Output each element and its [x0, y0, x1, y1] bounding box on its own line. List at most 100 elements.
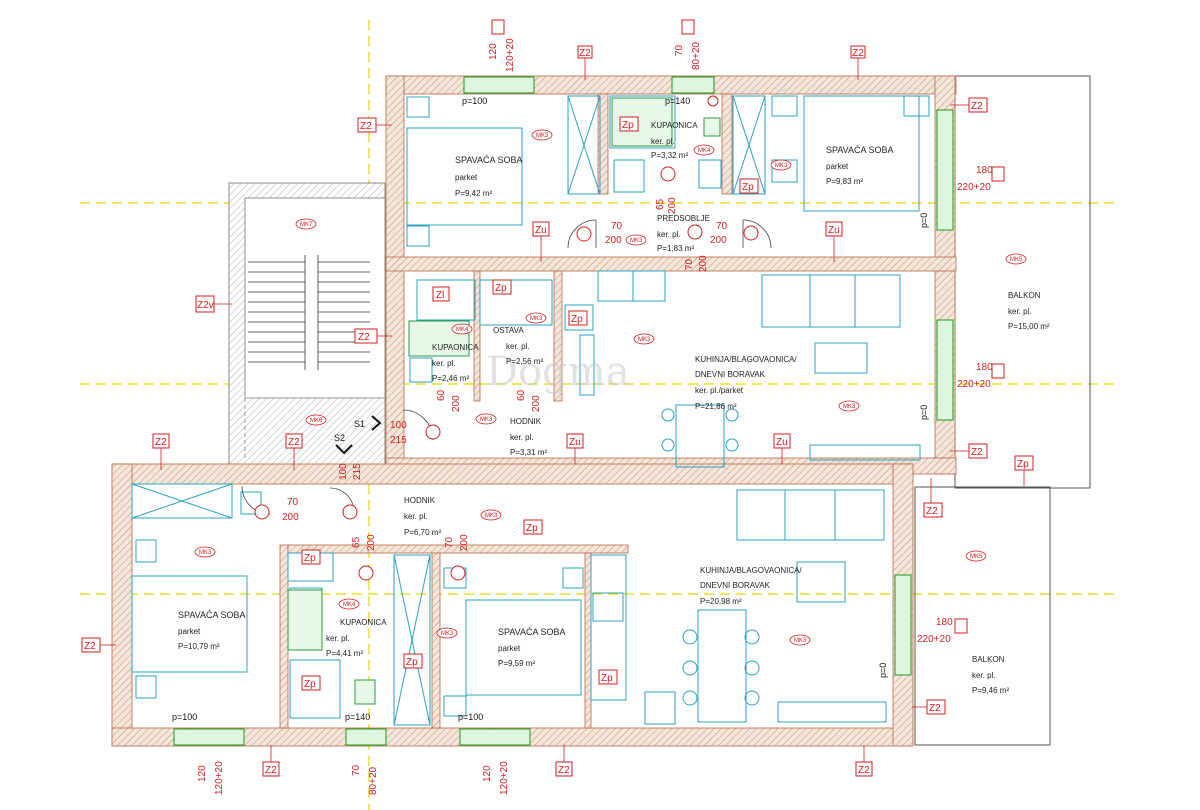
tag-zu: Zu [535, 225, 547, 236]
room-tags [194, 129, 1027, 646]
tag-z2: Z2 [971, 447, 983, 458]
tags-mk3-label: MK3 [199, 550, 212, 556]
tags-mk3-label: MK3 [530, 316, 543, 322]
tag-z2: Z2 [926, 506, 938, 517]
room-name: KUHINJA/BLAGOVAONICA/ [695, 355, 797, 364]
dims-d200-label: 200 [282, 512, 299, 523]
dims-d200-label: 200 [459, 534, 470, 551]
dims-d100-label: 100 [390, 420, 407, 431]
room-floor: ker. pl. [506, 342, 530, 351]
dims-d70-label: 70 [716, 221, 728, 232]
room-area: P=20,98 m² [700, 597, 742, 606]
room-name: HODNIK [510, 417, 542, 426]
room-labels: SPAVAĆA SOBA parket P=9,42 m² KUPAONICA … [178, 121, 1050, 695]
tags-mk3-label: MK3 [485, 513, 498, 519]
dims-d60-label: 60 [436, 389, 447, 401]
room-area: P=9,42 m² [455, 189, 492, 198]
tag-z2: Z2 [971, 101, 983, 112]
tag-zu: Zu [569, 437, 581, 448]
room-area: P=3,32 m² [651, 151, 688, 160]
tag-z2: Z2 [84, 641, 96, 652]
tag-z2: Z2 [155, 437, 167, 448]
tags-mk4-label: MK4 [343, 602, 356, 608]
dims-d215-label: 215 [352, 463, 363, 480]
dims-d70-label: 70 [674, 44, 685, 56]
dims-d200-label: 200 [710, 235, 727, 246]
tags-mk7-label: MK7 [300, 222, 313, 228]
dims-p140-label: p=140 [345, 712, 370, 722]
dimension-texts: p=100 p=140 p=100 p=140 p=100 180 220+20… [172, 38, 993, 795]
room-name: KUPAONICA [340, 618, 387, 627]
room-name: BALKON [1008, 291, 1041, 300]
tags-mk4-label: MK4 [456, 327, 469, 333]
room-floor: ker. pl./parket [695, 386, 744, 395]
room-floor: ker. pl. [432, 359, 456, 368]
tag-zp: Zp [406, 657, 418, 668]
tag-zp: Zp [495, 283, 507, 294]
room-name: BALKON [972, 655, 1005, 664]
room-floor: ker. pl. [404, 512, 428, 521]
tags-mk5-label: MK5 [1010, 257, 1023, 263]
dims-d70-label: 70 [351, 764, 362, 776]
tag-zu: Zu [828, 225, 840, 236]
dims-d120-label: 120 [482, 765, 493, 782]
dims-d220_20-label: 220+20 [957, 379, 991, 390]
tags-mk3-label: MK3 [843, 404, 856, 410]
tag-zp: Zp [1017, 459, 1029, 470]
dims-d200-label: 200 [605, 235, 622, 246]
room-area: P=2,46 m² [432, 374, 469, 383]
tag-z2: Z2 [579, 48, 591, 59]
tag-zp: Zp [571, 314, 583, 325]
tags-mk3-label: MK3 [536, 133, 549, 139]
dims-d180-label: 180 [976, 165, 993, 176]
room-area: P=10,79 m² [178, 642, 220, 651]
dims-p100-label: p=100 [458, 712, 483, 722]
tag-texts: Z2 Z2 Z2 Z2 Zp Zp Zu Zu Zl Zp Zp Z2 Z2v … [84, 48, 1029, 776]
section-label-s2: S2 [334, 433, 345, 443]
tag-zp: Zp [304, 679, 316, 690]
tag-zp: Zp [742, 182, 754, 193]
dims-d200-label: 200 [667, 197, 678, 214]
room-area: P=1,83 m² [657, 244, 694, 253]
dims-d120-label: 120 [488, 43, 499, 60]
dims-d80_20-label: 80+20 [368, 766, 379, 795]
dims-d180-label: 180 [936, 617, 953, 628]
room-name: OSTAVA [493, 326, 524, 335]
tag-zp: Zp [601, 673, 613, 684]
dims-d215-label: 215 [390, 435, 407, 446]
room-area: P=3,31 m² [510, 448, 547, 457]
dims-d70-label: 70 [684, 258, 695, 270]
room-floor: ker. pl. [510, 433, 534, 442]
dims-d70-label: 70 [444, 536, 455, 548]
tags-mk6-label: MK6 [310, 418, 323, 424]
room-floor: ker. pl. [651, 137, 675, 146]
tags-mk3-label: MK3 [441, 631, 454, 637]
dims-d200-label: 200 [451, 395, 462, 412]
dims-p0-label: p=0 [919, 405, 929, 420]
dims-d65-label: 65 [351, 536, 362, 548]
room-name: HODNIK [404, 496, 436, 505]
room-name-2: DNEVNI BORAVAK [700, 581, 771, 590]
room-floor: ker. pl. [657, 230, 681, 239]
dims-d70-label: 70 [611, 221, 623, 232]
room-floor: ker. pl. [1008, 307, 1032, 316]
mk-texts: MK3 MK4 MK3 MK3 MK7 MK5 MK4 MK3 MK3 MK3 … [199, 133, 1023, 644]
bathroom-fixtures [287, 97, 721, 705]
leader-lines [100, 58, 1025, 762]
watermark: Dogma [486, 349, 630, 395]
room-floor: parket [455, 173, 478, 182]
room-area: P=9,83 m² [826, 177, 863, 186]
tag-zu: Zu [776, 437, 788, 448]
tags-mk3-label: MK3 [638, 337, 651, 343]
room-floor: ker. pl. [972, 671, 996, 680]
dims-d200-label: 200 [531, 395, 542, 412]
dims-p0-label: p=0 [878, 663, 888, 678]
tag-z2: Z2 [265, 765, 277, 776]
room-name: SPAVAĆA SOBA [826, 145, 894, 155]
room-floor: ker. pl. [326, 634, 350, 643]
room-name-2: DNEVNI BORAVAK [695, 370, 766, 379]
tag-zp: Zp [304, 553, 316, 564]
windows [173, 76, 954, 746]
room-name: SPAVAĆA SOBA [498, 627, 566, 637]
